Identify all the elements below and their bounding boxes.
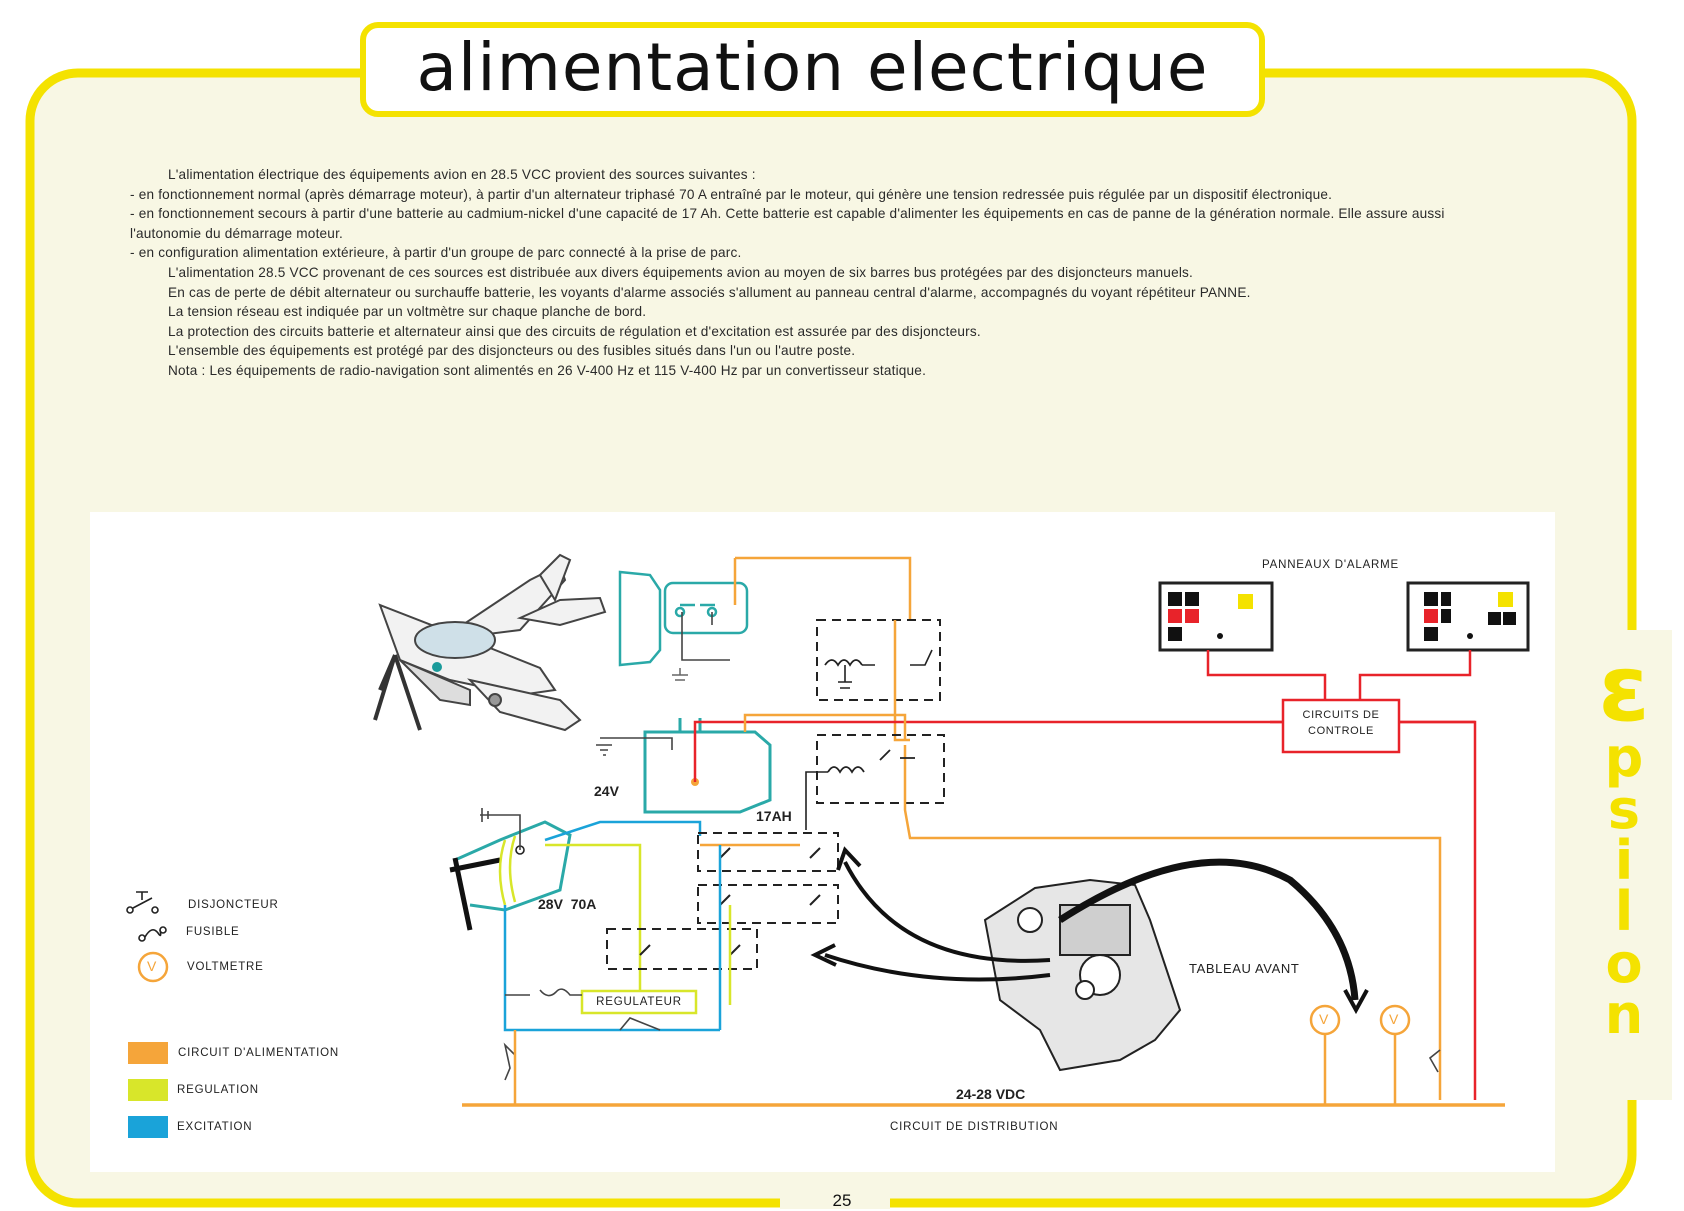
circuits-controle-box — [1281, 698, 1401, 754]
page-title: alimentation electrique — [416, 29, 1209, 106]
battery-voltage-label: 24V — [594, 783, 619, 799]
regulateur-label: REGULATEUR — [596, 996, 682, 1008]
tableau-avant-label: TABLEAU AVANT — [1189, 961, 1300, 976]
fuse-icon — [138, 926, 167, 942]
brand-letter: l — [1614, 880, 1634, 944]
legend-label-regulation: REGULATION — [177, 1084, 259, 1096]
diagram-background — [90, 512, 1555, 1172]
bus-voltage-label: 24-28 VDC — [956, 1086, 1026, 1102]
paragraph: L'alimentation électrique des équipement… — [168, 167, 756, 182]
voltmeter-icon — [1379, 1004, 1411, 1036]
paragraph: En cas de perte de débit alternateur ou … — [168, 284, 1251, 300]
alarm-panel-right — [1406, 581, 1530, 652]
legend-label-disjoncteur: DISJONCTEUR — [188, 899, 279, 911]
voltmeter-icon — [137, 951, 169, 983]
legend-label-excitation: EXCITATION — [177, 1121, 253, 1133]
legend-swatch-excitation — [128, 1116, 168, 1138]
title-box: alimentation electrique — [360, 22, 1265, 117]
legend-label-alimentation: CIRCUIT D'ALIMENTATION — [178, 1047, 339, 1059]
panneaux-alarme-label: PANNEAUX D'ALARME — [1262, 559, 1400, 571]
starter-generator-icon — [618, 570, 749, 667]
paragraph: L'ensemble des équipements est protégé p… — [168, 343, 856, 359]
legend-label-fusible: FUSIBLE — [186, 926, 240, 938]
legend-swatch-regulation — [128, 1079, 168, 1101]
paragraph: La protection des circuits batterie et a… — [168, 323, 981, 339]
paragraph: Nota : Les équipements de radio-navigati… — [168, 362, 927, 378]
paragraph: L'alimentation 28.5 VCC provenant de ces… — [168, 264, 1194, 280]
legend-swatch-alimentation — [128, 1042, 168, 1064]
brand-logo: ɛ p s i l o n — [1585, 635, 1663, 1046]
paragraph: La tension réseau est indiquée par un vo… — [168, 304, 647, 320]
breaker-icon — [126, 891, 159, 914]
voltmeter-icon — [1309, 1004, 1341, 1036]
brand-letter: i — [1614, 828, 1634, 892]
brand-letter: o — [1605, 931, 1643, 995]
aircraft-icon — [373, 553, 607, 732]
paragraph: - en fonctionnement normal (après démarr… — [130, 186, 1333, 202]
alternator-label: 28V 70A — [538, 896, 597, 912]
brand-letter: s — [1607, 777, 1641, 841]
voltmeter-letter: V — [147, 958, 157, 974]
circuits-controle-line: CONTROLE — [1308, 725, 1374, 737]
legend-label-voltmetre: VOLTMETRE — [187, 961, 264, 973]
paragraph: - en fonctionnement secours à partir d'u… — [130, 206, 1445, 241]
paragraph: - en configuration alimentation extérieu… — [130, 245, 742, 261]
voltmeter-letter: V — [1389, 1011, 1399, 1027]
page-number: 25 — [832, 1191, 852, 1210]
battery-icon — [643, 718, 772, 814]
alarm-panel-left — [1158, 581, 1274, 652]
circuits-controle-line: CIRCUITS DE — [1302, 709, 1380, 721]
regulateur-box — [580, 989, 698, 1015]
alternator-icon — [449, 820, 572, 931]
circuits-controle-label: CIRCUITS DE CONTROLE — [1283, 707, 1399, 747]
voltmeter-letter: V — [1319, 1011, 1329, 1027]
body-text: L'alimentation électrique des équipement… — [130, 165, 1510, 381]
brand-letter: p — [1604, 726, 1644, 790]
brand-letter: n — [1604, 982, 1644, 1046]
battery-capacity-label: 17AH — [756, 808, 792, 824]
brand-letter: ɛ — [1598, 635, 1650, 742]
circuit-distribution-label: CIRCUIT DE DISTRIBUTION — [890, 1121, 1059, 1133]
